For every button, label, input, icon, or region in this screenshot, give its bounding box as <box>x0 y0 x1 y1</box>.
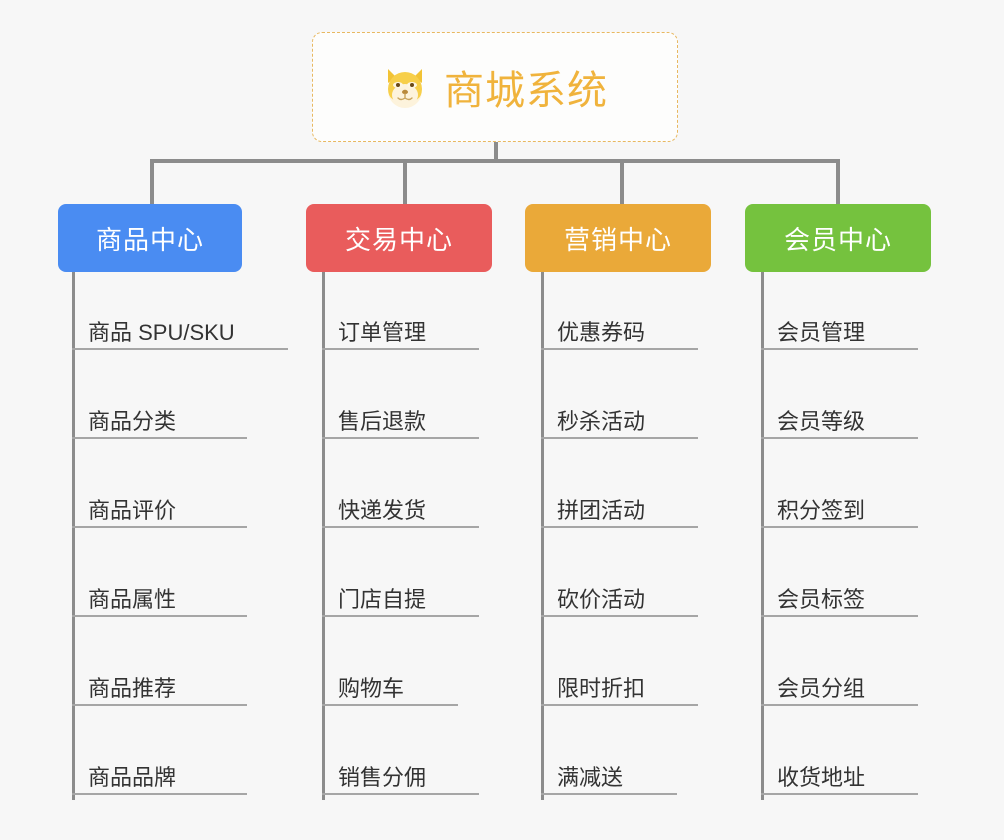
leaf-item[interactable]: 限时折扣 <box>541 650 698 706</box>
branch-spine-4 <box>761 272 764 800</box>
leaf-label: 售后退款 <box>338 408 427 434</box>
leaf-label: 商品评价 <box>88 497 177 523</box>
leaf-item[interactable]: 购物车 <box>322 650 458 706</box>
branch-header-3[interactable]: 营销中心 <box>525 204 711 272</box>
leaf-item[interactable]: 秒杀活动 <box>541 383 698 439</box>
leaf-label: 优惠券码 <box>557 319 646 345</box>
leaf-label: 快递发货 <box>338 497 427 523</box>
leaf-item[interactable]: 满减送 <box>541 739 677 795</box>
leaf-item[interactable]: 会员等级 <box>761 383 918 439</box>
leaf-item[interactable]: 快递发货 <box>322 472 479 528</box>
leaf-item[interactable]: 售后退款 <box>322 383 479 439</box>
connector-root-stem <box>494 142 498 162</box>
leaf-item[interactable]: 商品推荐 <box>72 650 247 706</box>
branch-spine-2 <box>322 272 325 800</box>
leaf-item[interactable]: 积分签到 <box>761 472 918 528</box>
leaf-label: 限时折扣 <box>557 675 646 701</box>
leaf-item[interactable]: 商品评价 <box>72 472 247 528</box>
leaf-label: 积分签到 <box>777 497 866 523</box>
branch-header-label: 商品中心 <box>95 224 204 255</box>
root-title: 商城系统 <box>444 69 608 113</box>
leaf-item[interactable]: 订单管理 <box>322 294 479 350</box>
branch-header-label: 营销中心 <box>563 224 672 255</box>
connector-drop-3 <box>620 159 624 205</box>
leaf-item[interactable]: 会员分组 <box>761 650 918 706</box>
leaf-label: 会员分组 <box>777 675 866 701</box>
branch-spine-3 <box>541 272 544 800</box>
leaf-label: 门店自提 <box>338 586 427 612</box>
connector-drop-4 <box>836 159 840 205</box>
leaf-item[interactable]: 会员管理 <box>761 294 918 350</box>
leaf-label: 销售分佣 <box>338 764 427 790</box>
leaf-label: 商品分类 <box>88 408 177 434</box>
leaf-item[interactable]: 门店自提 <box>322 561 479 617</box>
connector-horizontal-bus <box>150 159 840 163</box>
leaf-label: 会员管理 <box>777 319 866 345</box>
leaf-item[interactable]: 商品品牌 <box>72 739 247 795</box>
leaf-item[interactable]: 商品分类 <box>72 383 247 439</box>
branch-header-label: 交易中心 <box>344 224 453 255</box>
leaf-item[interactable]: 商品 SPU/SKU <box>72 294 288 350</box>
leaf-item[interactable]: 会员标签 <box>761 561 918 617</box>
leaf-label: 会员标签 <box>777 586 866 612</box>
leaf-label: 商品属性 <box>88 586 177 612</box>
leaf-label: 砍价活动 <box>557 586 646 612</box>
leaf-label: 会员等级 <box>777 408 866 434</box>
branch-header-4[interactable]: 会员中心 <box>745 204 931 272</box>
branch-spine-1 <box>72 272 75 800</box>
leaf-label: 订单管理 <box>338 319 427 345</box>
leaf-item[interactable]: 拼团活动 <box>541 472 698 528</box>
leaf-label: 商品推荐 <box>88 675 177 701</box>
leaf-item[interactable]: 商品属性 <box>72 561 247 617</box>
leaf-item[interactable]: 收货地址 <box>761 739 918 795</box>
leaf-label: 商品 SPU/SKU <box>88 319 235 345</box>
branch-header-1[interactable]: 商品中心 <box>58 204 242 272</box>
shiba-dog-icon <box>382 63 430 111</box>
leaf-label: 收货地址 <box>777 764 866 790</box>
leaf-label: 秒杀活动 <box>557 408 646 434</box>
leaf-label: 购物车 <box>338 675 405 701</box>
leaf-label: 拼团活动 <box>557 497 646 523</box>
connector-drop-2 <box>403 159 407 205</box>
leaf-item[interactable]: 销售分佣 <box>322 739 479 795</box>
branch-header-2[interactable]: 交易中心 <box>306 204 492 272</box>
root-node[interactable]: 商城系统 <box>312 32 678 142</box>
connector-drop-1 <box>150 159 154 205</box>
leaf-item[interactable]: 砍价活动 <box>541 561 698 617</box>
leaf-item[interactable]: 优惠券码 <box>541 294 698 350</box>
leaf-label: 满减送 <box>557 764 624 790</box>
leaf-label: 商品品牌 <box>88 764 177 790</box>
branch-header-label: 会员中心 <box>783 224 892 255</box>
